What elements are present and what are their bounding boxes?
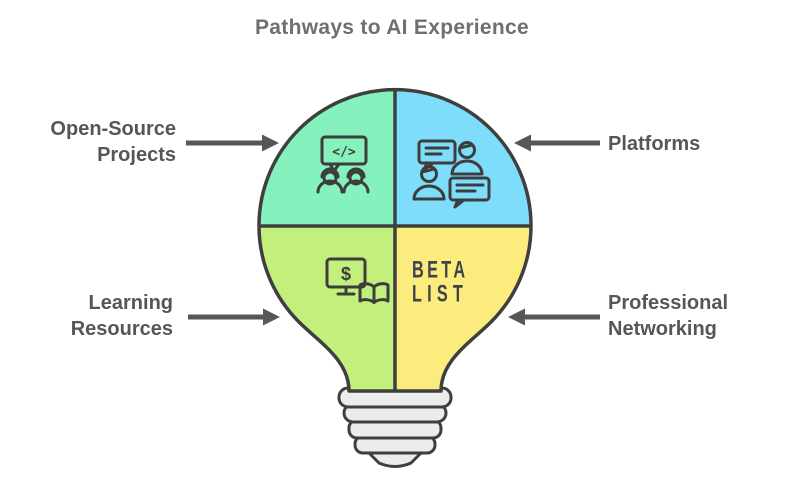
bubble-text-lines xyxy=(455,183,485,193)
arrow-right-icon xyxy=(263,308,280,326)
monitor-dollar-book-icon: $ xyxy=(325,257,390,304)
beta-list-line2: LIST xyxy=(412,281,468,307)
bulb-outline xyxy=(257,87,533,393)
person-body-icon xyxy=(412,184,446,201)
chat-bubble-icon xyxy=(417,139,457,165)
page-title: Pathways to AI Experience xyxy=(255,16,529,39)
bubble-text-lines xyxy=(424,146,450,156)
code-glyph: </> xyxy=(332,145,356,160)
bubble-tail xyxy=(453,198,466,209)
bulb-screw-base xyxy=(337,386,453,468)
people-chat-icon xyxy=(412,139,491,209)
code-speech-bubble xyxy=(320,135,368,166)
arrow-left-icon xyxy=(508,308,525,326)
chat-bubble-icon xyxy=(448,176,491,202)
callout-arrows xyxy=(186,134,600,326)
callout-label-line: Open-Source xyxy=(50,118,176,140)
quadrant-learning xyxy=(259,226,395,392)
quadrant-platforms xyxy=(395,89,531,226)
callout-label-line: Professional xyxy=(608,292,729,314)
arrow-left-icon xyxy=(514,134,531,152)
callout-professional-networking: Professional Networking xyxy=(608,290,793,342)
callout-label-line: Learning xyxy=(88,292,173,314)
person-hair-icon xyxy=(346,167,366,179)
person-shoulders-icon xyxy=(342,179,370,194)
person-hair-icon xyxy=(320,167,340,179)
callout-label-line: Networking xyxy=(608,318,717,340)
person-head-icon xyxy=(348,170,364,186)
person-shoulders-icon xyxy=(316,179,344,194)
beta-list-line1: BETA xyxy=(412,258,468,284)
quadrant-open-source xyxy=(259,89,395,226)
pair-programming-code-icon: </> xyxy=(316,135,370,194)
person-body-icon xyxy=(450,159,484,176)
callout-platforms: Platforms xyxy=(608,131,788,157)
callout-learning-resources: Learning Resources xyxy=(0,290,173,342)
screw-tip xyxy=(365,449,425,468)
person-face-line xyxy=(458,143,474,150)
monitor-stand-icon xyxy=(336,285,356,296)
quadrant-professional xyxy=(395,226,531,392)
callout-open-source-projects: Open-Source Projects xyxy=(0,116,176,168)
person-head-icon xyxy=(420,165,438,183)
callout-label-line: Resources xyxy=(70,318,173,340)
callout-label-line: Platforms xyxy=(608,133,701,155)
callout-label-line: Projects xyxy=(97,144,176,166)
dollar-glyph: $ xyxy=(341,264,351,284)
person-head-icon xyxy=(458,141,476,159)
person-face-line xyxy=(420,167,436,174)
beta-list-logo: BETA LIST xyxy=(412,258,468,307)
person-head-icon xyxy=(322,170,338,186)
arrow-right-icon xyxy=(262,134,279,152)
